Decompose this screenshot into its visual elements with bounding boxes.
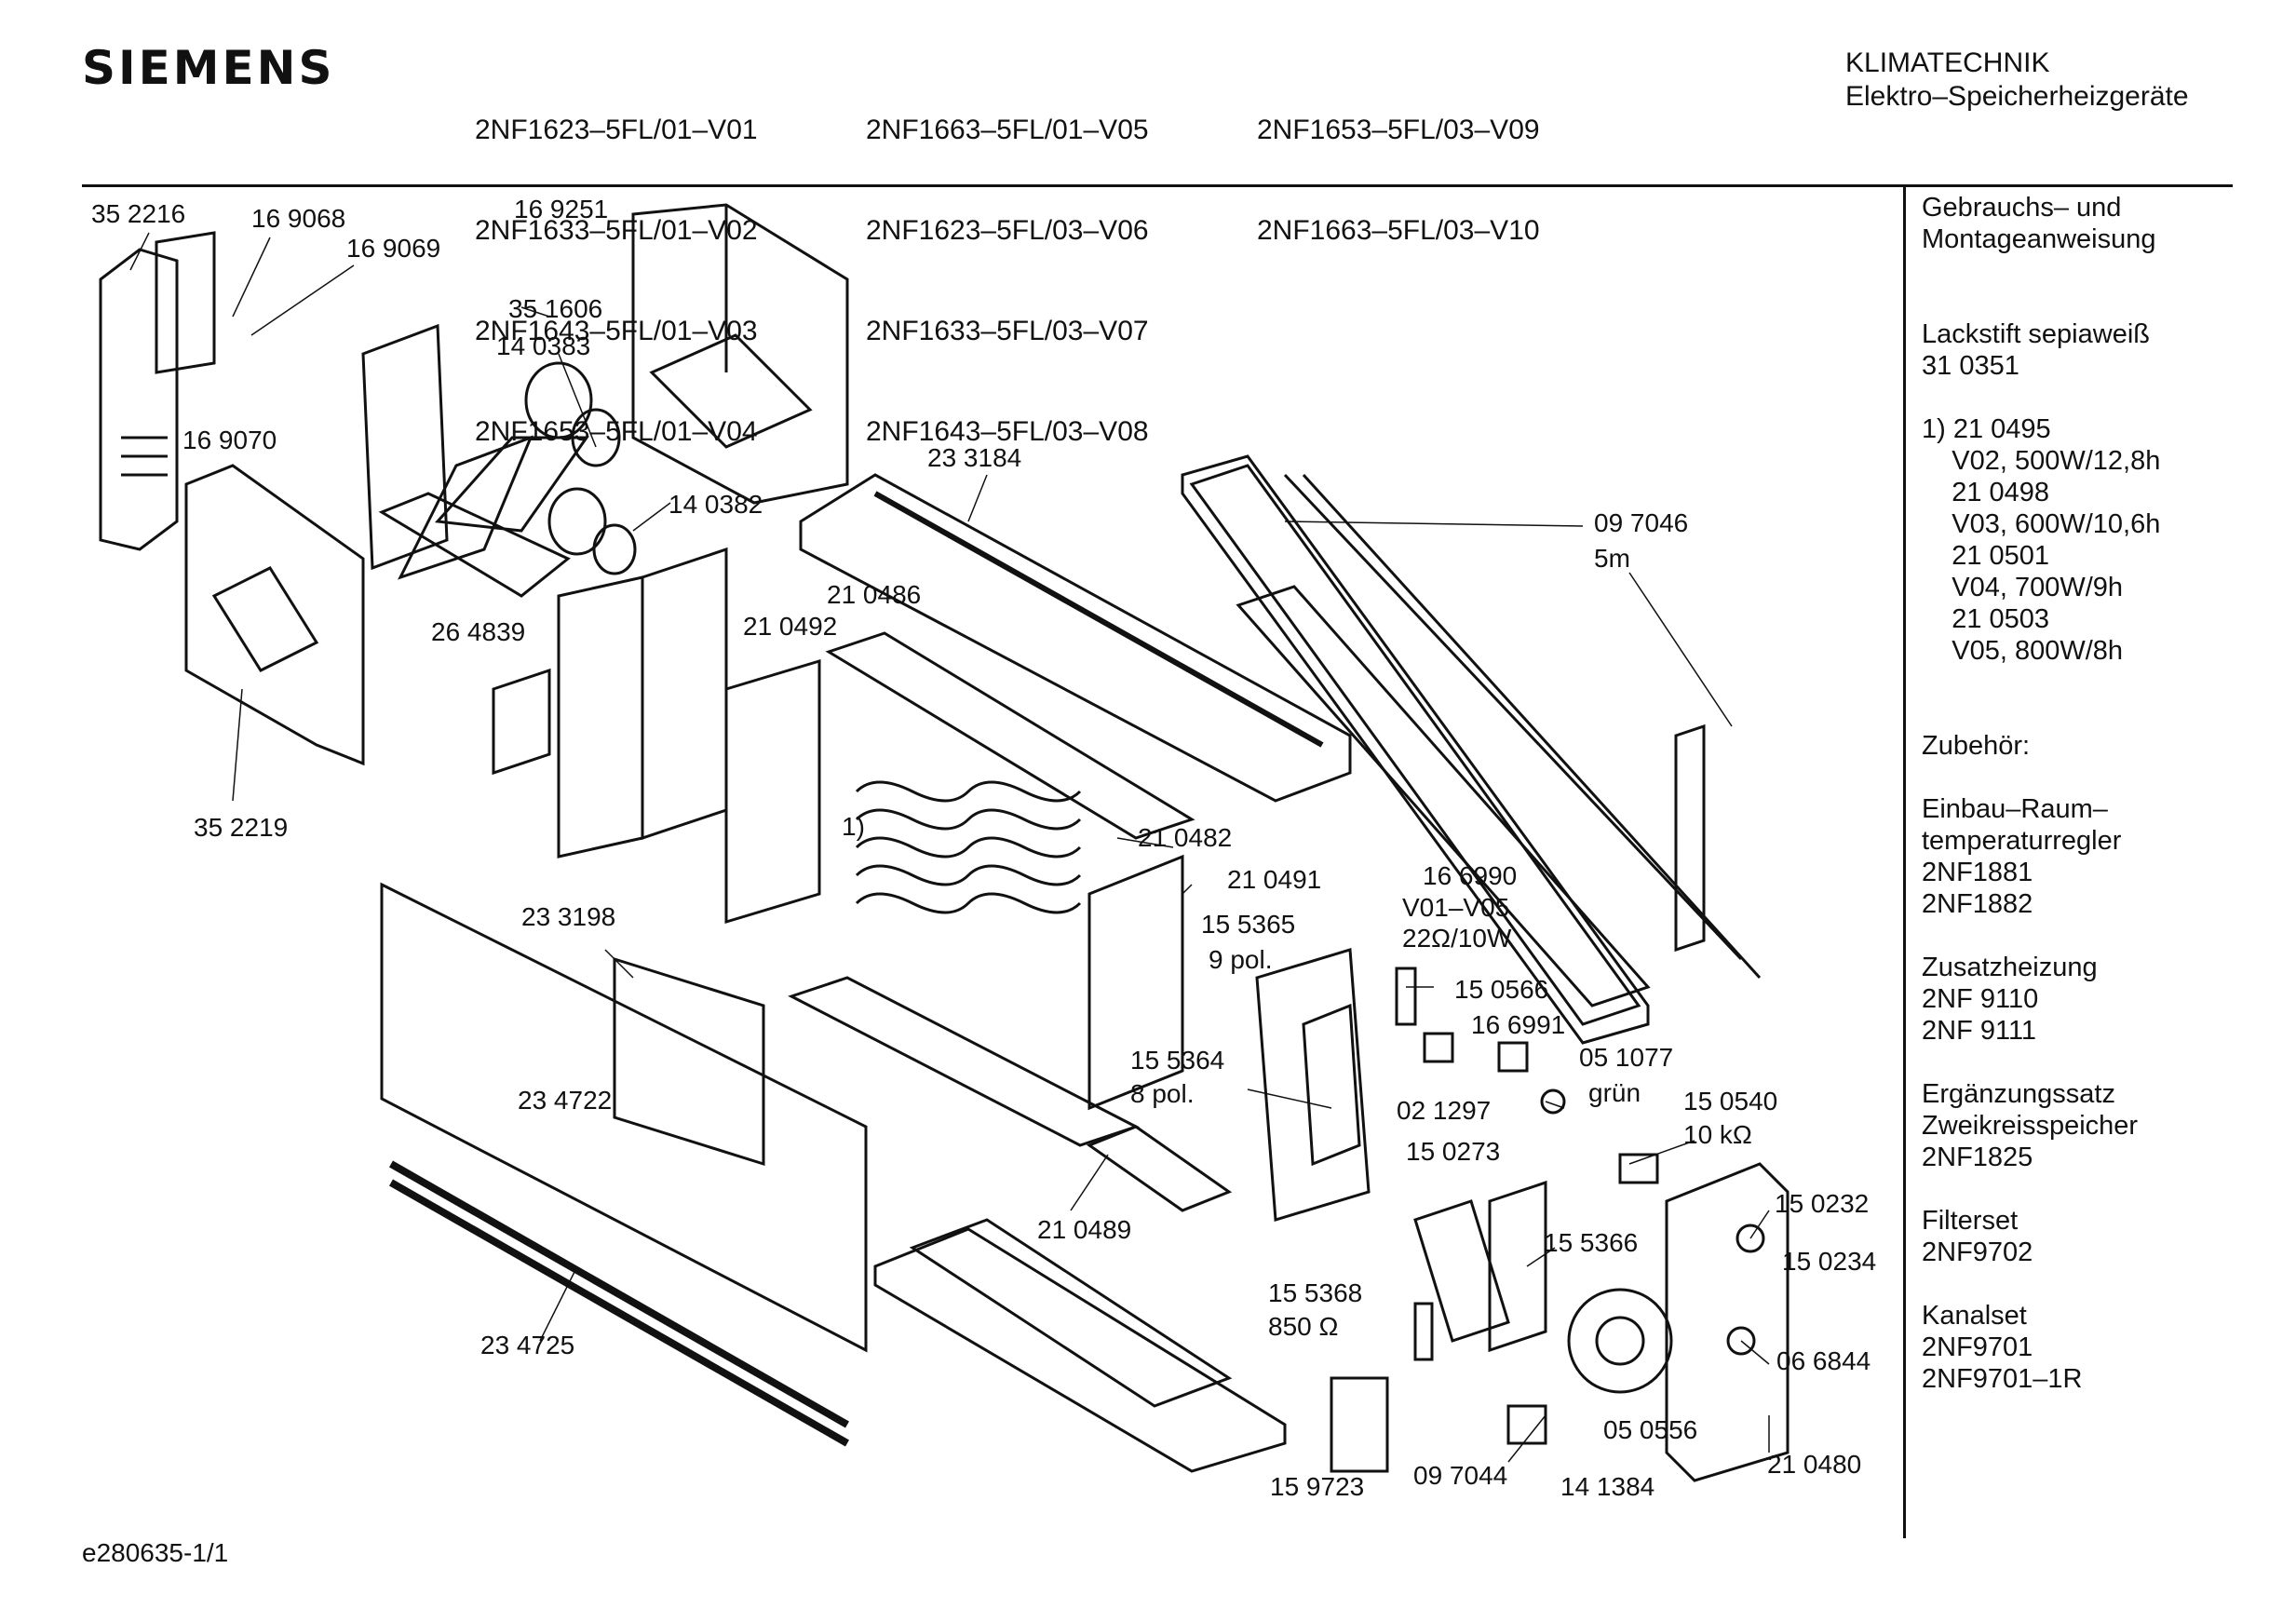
part-label-141384: 14 1384: [1560, 1472, 1655, 1501]
part-label-050556: 05 0556: [1603, 1415, 1698, 1444]
part-label-gruen: grün: [1588, 1078, 1641, 1107]
top-cover-shape: [799, 473, 1352, 803]
part-label-210492: 21 0492: [743, 612, 838, 641]
part-label-210489: 21 0489: [1037, 1215, 1132, 1244]
part-label-210480: 21 0480: [1767, 1450, 1862, 1479]
model-number: 2NF1623–5FL/01–V01: [475, 115, 758, 145]
sidebar-manual: Gebrauchs– und Montageanweisung: [1922, 193, 2156, 254]
part-label-169070: 16 9070: [182, 426, 277, 454]
part-label-5m: 5m: [1594, 544, 1630, 573]
control-board-shape: [1255, 948, 1371, 1222]
control-box-shape: [361, 323, 589, 598]
part-label-166990: 16 6990: [1423, 861, 1518, 890]
sidebar-extra-heating: Zusatzheizung 2NF 9110 2NF 9111: [1922, 953, 2098, 1046]
part-label-169068: 16 9068: [251, 204, 346, 233]
part-label-10kohm: 10 kΩ: [1683, 1120, 1752, 1149]
part-label-210482: 21 0482: [1138, 823, 1233, 852]
part-label-140382: 14 0382: [669, 490, 763, 519]
bottom-frame-shape: [613, 956, 1287, 1473]
part-label-097046: 09 7046: [1594, 508, 1689, 537]
side-panel-shape: [99, 231, 216, 551]
model-number: 2NF1633–5FL/03–V07: [866, 316, 1149, 346]
part-label-150232: 15 0232: [1775, 1189, 1870, 1218]
exploded-view-drawing: [99, 203, 1790, 1482]
sidebar-paint-pen: Lackstift sepiaweiß 31 0351: [1922, 319, 2150, 381]
model-number: 2NF1653–5FL/03–V09: [1257, 115, 1540, 145]
model-list-column-2: 2NF1663–5FL/01–V05 2NF1623–5FL/03–V06 2N…: [866, 47, 1149, 482]
model-number: 2NF1663–5FL/03–V10: [1257, 215, 1540, 246]
sidebar-filterset: Filterset 2NF9702: [1922, 1206, 2033, 1267]
part-label-140383: 14 0383: [496, 331, 591, 360]
model-number: 2NF1633–5FL/01–V02: [475, 215, 758, 246]
end-cover-shape: [184, 464, 365, 766]
part-label-159723: 15 9723: [1270, 1472, 1365, 1501]
part-label-166991: 16 6991: [1471, 1010, 1566, 1039]
part-label-066844: 06 6844: [1776, 1346, 1871, 1375]
category-subtitle: Elektro–Speicherheizgeräte: [1845, 81, 2189, 112]
sidebar-room-controller: Einbau–Raum– temperaturregler 2NF1881 2N…: [1922, 794, 2122, 919]
part-label-155365: 15 5365: [1201, 910, 1296, 939]
sidebar-kanalset: Kanalset 2NF9701 2NF9701–1R: [1922, 1301, 2083, 1394]
part-label-234722: 23 4722: [518, 1086, 613, 1115]
model-number: 2NF1643–5FL/01–V03: [475, 316, 758, 346]
part-label-210486: 21 0486: [827, 580, 922, 609]
model-number: 2NF1663–5FL/01–V05: [866, 115, 1149, 145]
part-label-169069: 16 9069: [346, 234, 441, 263]
heating-plate-shape: [825, 631, 1195, 914]
part-label-850ohm: 850 Ω: [1268, 1312, 1339, 1341]
part-label-169251: 16 9251: [514, 195, 609, 223]
part-label-150234: 15 0234: [1782, 1247, 1877, 1276]
part-label-264839: 26 4839: [431, 617, 526, 646]
model-number: 2NF1623–5FL/03–V06: [866, 215, 1149, 246]
part-label-155368: 15 5368: [1268, 1278, 1363, 1307]
leader-lines: [129, 232, 1770, 1463]
part-label-22ohm: 22Ω/10W: [1402, 924, 1512, 953]
category-title: KLIMATECHNIK: [1845, 47, 2050, 78]
part-label-8pol: 8 pol.: [1130, 1079, 1195, 1108]
housing-box-shape: [631, 203, 849, 505]
part-label-v01-v05: V01–V05: [1402, 893, 1510, 922]
part-label-352216: 35 2216: [91, 199, 186, 228]
document-id: e280635-1/1: [82, 1538, 229, 1567]
control-housing-shape: [1665, 1162, 1790, 1482]
part-label-155366: 15 5366: [1544, 1228, 1639, 1257]
part-label-351606: 35 1606: [508, 294, 603, 323]
part-label-150273: 15 0273: [1406, 1137, 1501, 1166]
part-label-233198: 23 3198: [521, 902, 616, 931]
part-label-051077: 05 1077: [1579, 1043, 1674, 1072]
header-divider: [82, 184, 2233, 187]
part-label-233184: 23 3184: [927, 443, 1022, 472]
model-list-column-3: 2NF1653–5FL/03–V09 2NF1663–5FL/03–V10: [1257, 47, 1540, 281]
part-label-210491: 21 0491: [1227, 865, 1322, 894]
part-label-150566: 15 0566: [1454, 975, 1549, 1004]
category-block: KLIMATECHNIK Elektro–Speicherheizgeräte: [1845, 47, 2189, 114]
circuit-panel-shape: [641, 547, 728, 841]
rear-panel-shape: [1181, 454, 1762, 1045]
sidebar-divider: [1903, 186, 1906, 1538]
end-plate-shape: [1087, 854, 1184, 1111]
part-label-155364: 15 5364: [1130, 1046, 1225, 1075]
part-label-021297: 02 1297: [1397, 1096, 1492, 1125]
part-label-352219: 35 2219: [194, 813, 289, 842]
brand-logo: SIEMENS: [82, 41, 335, 95]
sidebar-accessories-title: Zubehör:: [1922, 731, 2031, 761]
part-label-234725: 23 4725: [480, 1331, 575, 1359]
fan-shape: [524, 361, 637, 575]
sidebar-supplement-kit: Ergänzungssatz Zweikreisspeicher 2NF1825: [1922, 1079, 2139, 1172]
front-panel-shape: [380, 882, 868, 1447]
part-label-150540: 15 0540: [1683, 1087, 1778, 1115]
part-label-097044: 09 7044: [1413, 1461, 1508, 1490]
model-number: 2NF1643–5FL/03–V08: [866, 416, 1149, 447]
part-label-footnote-1: 1): [842, 812, 865, 841]
part-label-9pol: 9 pol.: [1209, 945, 1273, 974]
sidebar-heating-variants: 1) 21 0495 V02, 500W/12,8h 21 0498 V03, …: [1922, 414, 2161, 666]
component-shapes: [1330, 967, 1673, 1473]
